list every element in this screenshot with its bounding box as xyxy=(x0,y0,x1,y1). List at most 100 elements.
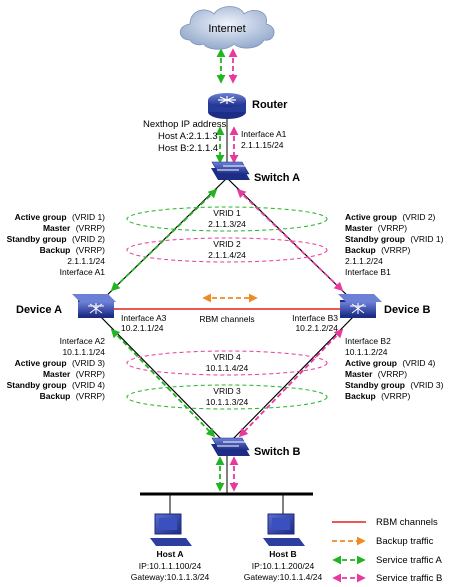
device-b-upper-info: Active group (VRID 2) Master (VRRP) Stan… xyxy=(345,212,444,277)
device-a-upper-iface: Interface A1 xyxy=(60,267,106,277)
service-a-arrow-lower xyxy=(110,328,216,438)
service-a-arrow-upper xyxy=(110,188,218,292)
svg-text:Active group (VRID 2): Active group (VRID 2) xyxy=(345,212,436,222)
device-b-lower-iface: Interface B2 xyxy=(345,336,391,346)
service-b-arrow-upper xyxy=(236,188,344,292)
device-b-active-group: Active group xyxy=(345,212,397,222)
legend-rbm-label: RBM channels xyxy=(376,517,438,528)
legend-service-b-label: Service traffic B xyxy=(376,573,442,584)
svg-text:Backup (VRRP): Backup (VRRP) xyxy=(40,391,106,401)
device-b-lower-backup-tag: (VRRP) xyxy=(381,391,410,401)
device-a-interface-a3: Interface A3 xyxy=(121,313,167,323)
traffic-arrows xyxy=(110,48,344,492)
device-b-backup-tag: (VRRP) xyxy=(381,245,410,255)
router-label: Router xyxy=(252,99,288,111)
router-device: Router xyxy=(208,93,288,119)
device-b-icon xyxy=(338,294,382,302)
vrid-2-label: VRID 2 xyxy=(213,239,241,249)
device-a-lower-iface: Interface A2 xyxy=(60,336,106,346)
device-b-lower-master: Master xyxy=(345,369,373,379)
legend-service-a-label: Service traffic A xyxy=(376,555,442,566)
vrid-4-label: VRID 4 xyxy=(213,352,241,362)
device-b-active-vrid: (VRID 2) xyxy=(402,212,435,222)
device-a-lower-active-group: Active group xyxy=(15,358,67,368)
device-b-lower-info: Interface B2 10.1.1.2/24 Active group (V… xyxy=(345,336,444,401)
device-b-standby-group: Standby group xyxy=(345,234,405,244)
nexthop-host-a: Host A:2.1.1.3 xyxy=(158,131,218,142)
rbm-channels-label: RBM channels xyxy=(199,314,254,324)
cloud-icon xyxy=(179,6,275,50)
legend-backup-label: Backup traffic xyxy=(376,536,434,547)
host-b-ip: IP:10.1.1.200/24 xyxy=(252,561,315,571)
device-a-standby-group: Standby group xyxy=(7,234,67,244)
vrid-1-label: VRID 1 xyxy=(213,208,241,218)
vrid-1-ip: 2.1.1.3/24 xyxy=(208,219,246,229)
legend: RBM channels Backup traffic Service traf… xyxy=(332,517,442,584)
host-a-gateway: Gateway:10.1.1.3/24 xyxy=(131,572,210,582)
switch-a-device: Switch A xyxy=(211,161,300,184)
switch-a-label: Switch A xyxy=(254,172,300,184)
device-b-label: Device B xyxy=(384,304,431,316)
switch-b-icon xyxy=(211,437,250,451)
device-a-backup: Backup xyxy=(40,245,71,255)
svg-text:Backup (VRRP): Backup (VRRP) xyxy=(40,245,106,255)
device-a-ip-a3: 10.2.1.1/24 xyxy=(121,323,164,333)
device-b-upper-iface: Interface B1 xyxy=(345,267,391,277)
svg-text:Standby group (VRID 4): Standby group (VRID 4) xyxy=(7,380,106,390)
svg-text:Standby group (VRID 1): Standby group (VRID 1) xyxy=(345,234,444,244)
vrid-3-label: VRID 3 xyxy=(213,386,241,396)
vrid-rings xyxy=(126,206,328,410)
switch-b-device: Switch B xyxy=(211,437,301,458)
internet-cloud: Internet xyxy=(179,6,275,50)
device-a-lower-backup: Backup xyxy=(40,391,71,401)
host-a-ip: IP:10.1.1.100/24 xyxy=(139,561,202,571)
device-a-standby-vrid: (VRID 2) xyxy=(72,234,105,244)
device-a-lower-backup-tag: (VRRP) xyxy=(76,391,105,401)
svg-text:Active group (VRID 4): Active group (VRID 4) xyxy=(345,358,436,368)
device-a-active-group: Active group xyxy=(15,212,67,222)
svg-text:Active group (VRID 1): Active group (VRID 1) xyxy=(15,212,106,222)
internet-label: Internet xyxy=(208,23,245,35)
device-a-lower-info: Interface A2 10.1.1.1/24 Active group (V… xyxy=(7,336,106,401)
device-b-master-tag: (VRRP) xyxy=(378,223,407,233)
device-b-lower-active-group: Active group xyxy=(345,358,397,368)
router-interface-ip: 2.1.1.15/24 xyxy=(241,140,284,150)
device-a: Device A xyxy=(16,294,116,318)
device-a-label: Device A xyxy=(16,304,62,316)
nexthop-host-b: Host B:2.1.1.4 xyxy=(158,143,218,154)
svg-text:Master (VRRP): Master (VRRP) xyxy=(345,223,407,233)
svg-text:Active group (VRID 3): Active group (VRID 3) xyxy=(15,358,106,368)
vrid-4-ip: 10.1.1.4/24 xyxy=(206,363,249,373)
device-b-ip-b3: 10.2.1.2/24 xyxy=(295,323,338,333)
vrid-2-ip: 2.1.1.4/24 xyxy=(208,250,246,260)
svg-text:Master (VRRP): Master (VRRP) xyxy=(345,369,407,379)
device-b-master: Master xyxy=(345,223,373,233)
device-a-master-tag: (VRRP) xyxy=(76,223,105,233)
vrid-3-ip: 10.1.1.3/24 xyxy=(206,397,249,407)
host-b-label: Host B xyxy=(269,549,296,559)
svg-text:Master (VRRP): Master (VRRP) xyxy=(43,369,105,379)
host-a-label: Host A xyxy=(156,549,183,559)
device-a-upper-ip: 2.1.1.1/24 xyxy=(67,256,105,266)
device-b-lower-standby-vrid: (VRID 3) xyxy=(410,380,443,390)
device-b-interface-b3: Interface B3 xyxy=(292,313,338,323)
device-b-standby-vrid: (VRID 1) xyxy=(410,234,443,244)
host-b: Host B IP:10.1.1.200/24 Gateway:10.1.1.4… xyxy=(244,513,323,582)
device-b-lower-standby-group: Standby group xyxy=(345,380,405,390)
device-a-lower-standby-group: Standby group xyxy=(7,380,67,390)
device-a-lower-master: Master xyxy=(43,369,71,379)
device-a-master: Master xyxy=(43,223,71,233)
device-b-upper-ip: 2.1.1.2/24 xyxy=(345,256,383,266)
device-b-lower-backup: Backup xyxy=(345,391,376,401)
host-b-gateway: Gateway:10.1.1.4/24 xyxy=(244,572,323,582)
svg-text:Standby group (VRID 2): Standby group (VRID 2) xyxy=(7,234,106,244)
device-b-lower-master-tag: (VRRP) xyxy=(378,369,407,379)
device-a-active-vrid: (VRID 1) xyxy=(72,212,105,222)
link-device-b-switch-b xyxy=(226,313,357,446)
switch-b-label: Switch B xyxy=(254,446,301,458)
svg-text:Backup (VRRP): Backup (VRRP) xyxy=(345,245,411,255)
device-b-lower-ip: 10.1.1.2/24 xyxy=(345,347,388,357)
device-a-lower-master-tag: (VRRP) xyxy=(76,369,105,379)
service-b-arrow-lower xyxy=(238,328,344,438)
